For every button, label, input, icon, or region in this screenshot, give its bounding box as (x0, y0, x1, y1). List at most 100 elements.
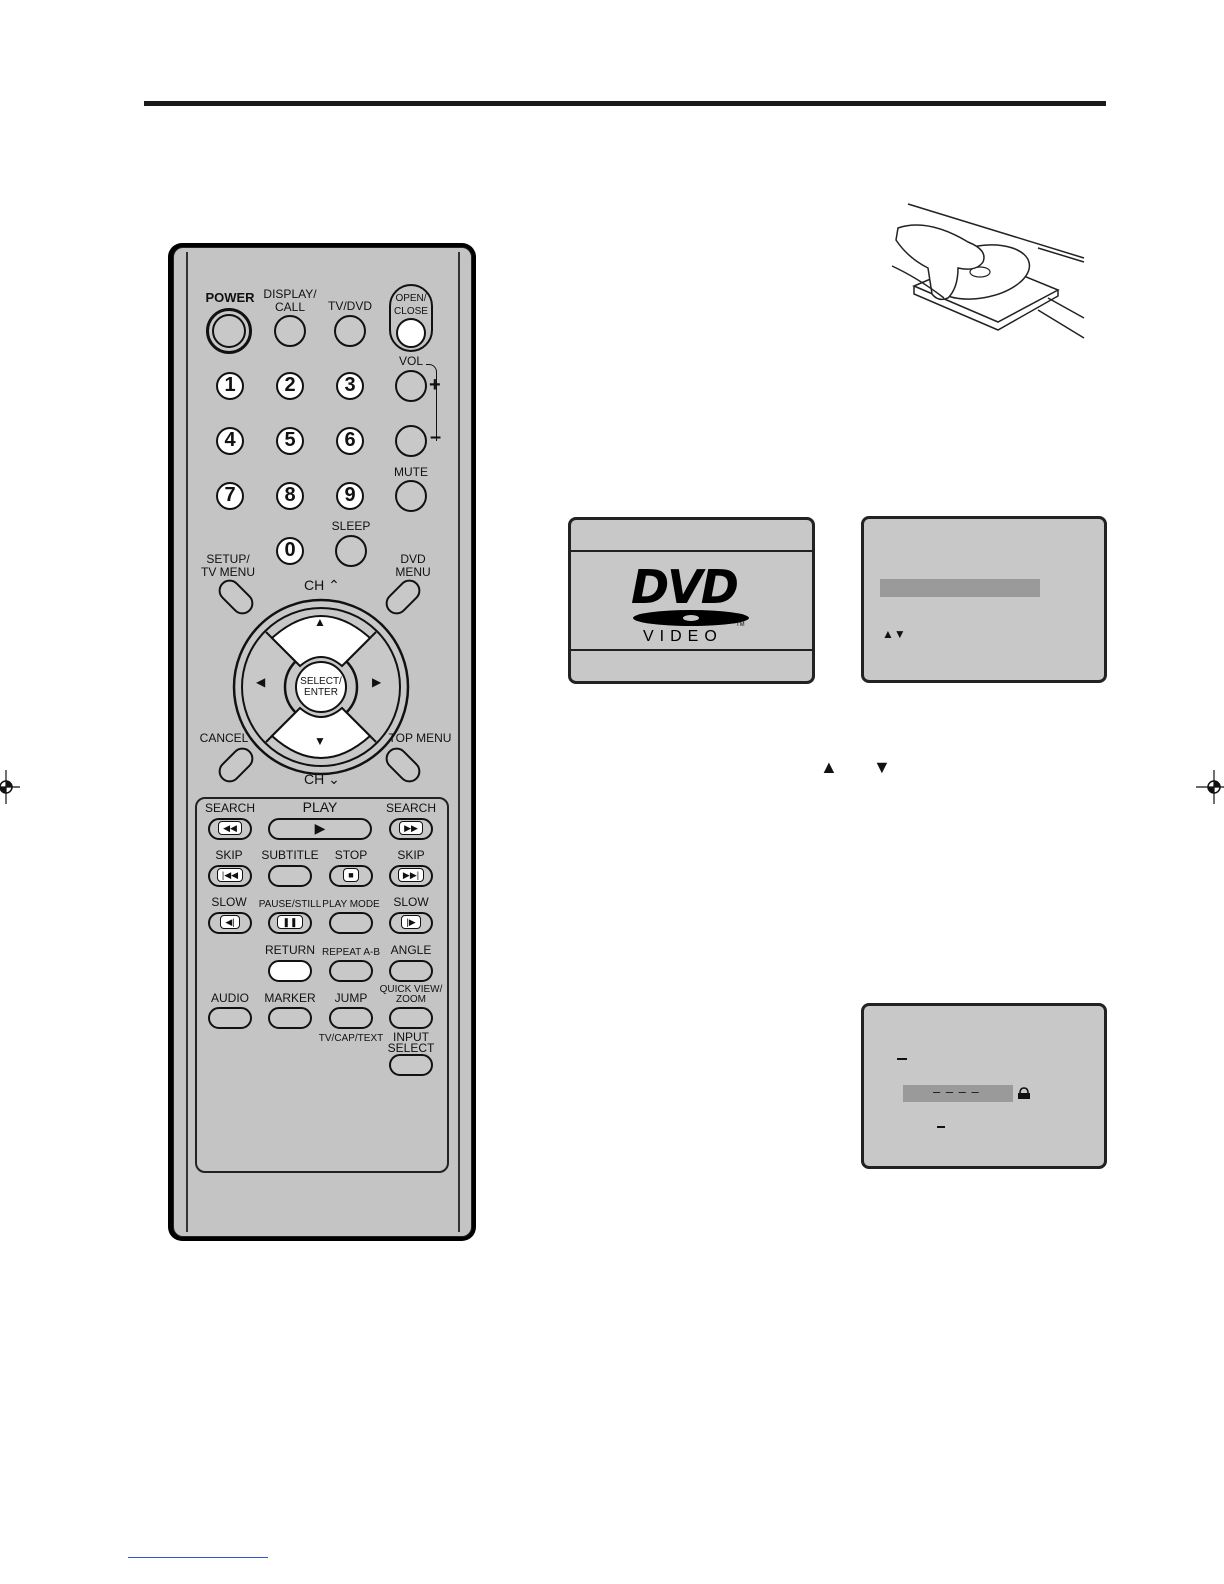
number-7-button[interactable]: 7 (216, 482, 244, 510)
slow-rev-button[interactable]: ◀| (208, 912, 252, 934)
open-close-label: OPEN/ CLOSE (394, 293, 428, 317)
arrow-down-button[interactable]: ▼ (314, 734, 326, 748)
skip-forward-icon: ▶▶| (397, 868, 425, 882)
jump-button[interactable] (329, 1007, 373, 1029)
arrow-up-button[interactable]: ▲ (314, 615, 326, 629)
audio-label: AUDIO (210, 991, 250, 1005)
number-8-button[interactable]: 8 (276, 482, 304, 510)
number-2-button[interactable]: 2 (276, 372, 304, 400)
dvd-logo-screen: DVD VIDEO TM (568, 517, 815, 684)
angle-button[interactable] (389, 960, 433, 982)
quick-view-zoom-label: QUICK VIEW/ ZOOM (379, 984, 443, 1005)
slow-back-icon: ◀| (220, 915, 240, 929)
vol-up-button[interactable] (395, 370, 427, 402)
number-3-button[interactable]: 3 (336, 372, 364, 400)
select-enter-button[interactable]: SELECT/ ENTER (295, 661, 347, 713)
ch-up-label: CH ⌃ (304, 577, 340, 594)
password-screen: – – – – (861, 1003, 1107, 1169)
return-label: RETURN (265, 943, 315, 957)
mute-button[interactable] (395, 480, 427, 512)
skip-fwd-button[interactable]: ▶▶| (389, 865, 433, 887)
audio-button[interactable] (208, 1007, 252, 1029)
subtitle-button[interactable] (268, 865, 312, 887)
search-rev-label: SEARCH (204, 801, 256, 815)
triangle-down-icon: ▼ (873, 757, 891, 777)
top-menu-label: TOP MENU (388, 731, 452, 745)
angle-label: ANGLE (390, 943, 432, 957)
number-6-button[interactable]: 6 (336, 427, 364, 455)
vol-label: VOL (398, 354, 424, 368)
cursor-mark (897, 1058, 907, 1060)
number-4-button[interactable]: 4 (216, 427, 244, 455)
rewind-icon: ◀◀ (218, 821, 242, 835)
ch-up-text: CH (304, 577, 325, 593)
sleep-label: SLEEP (331, 519, 371, 533)
vol-minus-sign: – (430, 426, 442, 448)
pause-icon: ❚❚ (277, 915, 303, 929)
open-close-button[interactable] (396, 318, 426, 348)
power-label: POWER (205, 290, 255, 305)
marker-button[interactable] (268, 1007, 312, 1029)
quick-view-zoom-button[interactable] (389, 1007, 433, 1029)
pause-still-button[interactable]: ❚❚ (268, 912, 312, 934)
subtitle-label: SUBTITLE (261, 848, 319, 862)
search-fwd-button[interactable]: ▶▶ (389, 818, 433, 840)
stop-button[interactable]: ■ (329, 865, 373, 887)
number-5-button[interactable]: 5 (276, 427, 304, 455)
play-button[interactable]: ▶ (268, 818, 372, 840)
mute-label: MUTE (394, 465, 428, 479)
number-9-button[interactable]: 9 (336, 482, 364, 510)
menu-screen: ▲▼ (861, 516, 1107, 683)
repeat-ab-button[interactable] (329, 960, 373, 982)
display-call-button[interactable] (274, 315, 306, 347)
header-rule (144, 101, 1106, 106)
open-close-surround (389, 284, 433, 352)
input-underscore (937, 1126, 945, 1128)
jump-label: JUMP (334, 991, 368, 1005)
return-button[interactable] (268, 960, 312, 982)
arrow-right-button[interactable]: ▶ (372, 675, 382, 689)
trademark-text: TM (736, 622, 745, 628)
play-mode-label: PLAY MODE (322, 899, 380, 910)
arrow-left-button[interactable]: ◀ (256, 675, 266, 689)
search-rev-button[interactable]: ◀◀ (208, 818, 252, 840)
slow-forward-icon: |▶ (401, 915, 421, 929)
chevron-down-icon: ⌄ (328, 771, 340, 787)
chevron-up-icon: ⌃ (328, 577, 340, 593)
stop-icon: ■ (343, 868, 359, 882)
transport-panel (195, 797, 449, 1173)
ch-down-text: CH (304, 771, 325, 787)
ch-down-label: CH ⌄ (304, 771, 340, 788)
vol-down-button[interactable] (395, 425, 427, 457)
dvd-logo-text: DVD (631, 560, 739, 614)
slow-fwd-label: SLOW (393, 895, 429, 909)
dvd-video-text: VIDEO (643, 628, 723, 645)
number-1-button[interactable]: 1 (216, 372, 244, 400)
fast-forward-icon: ▶▶ (399, 821, 423, 835)
registration-mark-right-icon (1196, 770, 1224, 804)
password-dashes: – – – – (933, 1084, 980, 1099)
number-0-button[interactable]: 0 (276, 537, 304, 565)
vol-plus-sign: + (429, 374, 441, 396)
pause-still-label: PAUSE/STILL (258, 899, 322, 910)
setup-tv-menu-label: SETUP/ TV MENU (201, 552, 255, 579)
slow-rev-label: SLOW (211, 895, 247, 909)
vol-bracket (426, 364, 437, 441)
stop-label: STOP (334, 848, 368, 862)
marker-label: MARKER (264, 991, 316, 1005)
remote-body-inner (186, 252, 460, 1232)
slow-fwd-button[interactable]: |▶ (389, 912, 433, 934)
password-field: – – – – (903, 1084, 1013, 1102)
skip-back-icon: |◀◀ (216, 868, 244, 882)
power-button[interactable] (206, 308, 252, 354)
input-select-button[interactable] (389, 1054, 433, 1076)
triangle-up-icon: ▲ (820, 757, 838, 777)
skip-rev-button[interactable]: |◀◀ (208, 865, 252, 887)
cancel-label: CANCEL (199, 731, 249, 745)
dvd-menu-label: DVD MENU (395, 552, 431, 579)
search-fwd-label: SEARCH (385, 801, 437, 815)
disc-insertion-illustration (891, 203, 1085, 339)
sleep-button[interactable] (335, 535, 367, 567)
tv-dvd-button[interactable] (334, 315, 366, 347)
play-mode-button[interactable] (329, 912, 373, 934)
